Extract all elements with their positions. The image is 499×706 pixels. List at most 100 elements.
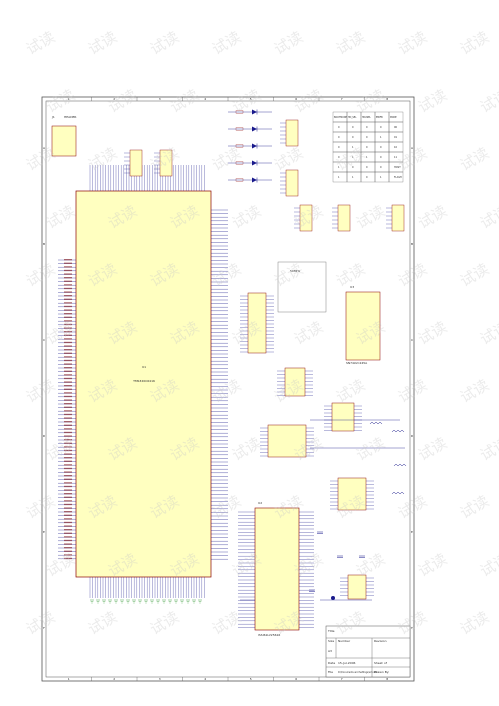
watermark-text: 试读 bbox=[395, 376, 430, 407]
pin-label-mark bbox=[64, 464, 72, 466]
resistor bbox=[235, 110, 244, 114]
pin-label-mark bbox=[64, 428, 72, 430]
memory-part: ISSI61LV25616 bbox=[258, 633, 280, 637]
watermark-text: 试读 bbox=[23, 260, 58, 291]
watermark-text: 试读 bbox=[85, 608, 120, 639]
sheet-label: Sheet bbox=[374, 661, 383, 665]
watermark-text: 试读 bbox=[209, 376, 244, 407]
pin-label-mark bbox=[64, 309, 72, 311]
row-marker: A bbox=[43, 146, 46, 150]
table-value: 1 bbox=[380, 176, 382, 179]
sheet-value: of bbox=[384, 661, 388, 665]
watermark-text: 试读 bbox=[23, 376, 58, 407]
row-marker: D bbox=[43, 434, 46, 438]
column-marker: 2 bbox=[113, 97, 115, 101]
pin-label-mark bbox=[64, 532, 72, 534]
table-cell bbox=[332, 171, 348, 183]
watermark-text: 试读 bbox=[415, 550, 450, 581]
middle-ics bbox=[240, 292, 374, 600]
row-marker: A bbox=[411, 146, 414, 150]
watermark-text: 试读 bbox=[167, 86, 202, 117]
connector-ref: J1 bbox=[51, 115, 55, 119]
watermark-text: 试读 bbox=[85, 144, 120, 175]
resistor-pack bbox=[299, 204, 313, 232]
watermark-text: 试读 bbox=[43, 202, 78, 233]
pin-label-mark bbox=[64, 536, 72, 538]
pin-label-mark bbox=[64, 277, 72, 279]
pin-label-mark bbox=[64, 442, 72, 444]
pin-label-mark bbox=[64, 323, 72, 326]
pin-label-mark bbox=[64, 493, 72, 495]
buffer-part: SN74LVC245A bbox=[346, 361, 368, 365]
watermark-text: 试读 bbox=[209, 28, 244, 59]
pin-label-mark bbox=[64, 262, 72, 264]
table-value: 01 bbox=[394, 136, 398, 139]
ground-symbol bbox=[192, 599, 196, 604]
memory-ref: U2 bbox=[258, 501, 262, 505]
watermark-text: 试读 bbox=[147, 608, 182, 639]
table-cell bbox=[360, 161, 376, 173]
table-cell bbox=[360, 131, 376, 143]
date-value: 15-Jul-2006 bbox=[338, 661, 355, 665]
pin-label-mark bbox=[64, 259, 72, 261]
pin-label-mark bbox=[64, 467, 72, 470]
pin-label-mark bbox=[64, 457, 72, 459]
revision-label: Revision bbox=[374, 639, 387, 643]
row-marker: B bbox=[411, 242, 413, 246]
watermark-text: 试读 bbox=[415, 202, 450, 233]
resistor bbox=[235, 161, 244, 165]
row-marker: B bbox=[43, 242, 45, 246]
table-header: HD2SEL bbox=[362, 116, 371, 119]
table-value: 0 bbox=[380, 156, 382, 159]
column-marker: 5 bbox=[250, 97, 252, 101]
pin-label-mark bbox=[64, 471, 72, 473]
buffer-u3: U3 SN74LVC245A bbox=[345, 285, 381, 365]
column-marker: 3 bbox=[159, 97, 161, 101]
resistor-packs bbox=[124, 119, 405, 232]
table-cell bbox=[332, 121, 348, 133]
ground-symbol bbox=[174, 599, 178, 604]
table-cell bbox=[374, 151, 390, 163]
resistor-pack bbox=[159, 149, 173, 177]
table-value: 0 bbox=[352, 126, 354, 129]
table-cell bbox=[374, 161, 390, 173]
ground-symbol bbox=[90, 599, 94, 604]
pin-label-mark bbox=[64, 406, 72, 408]
table-value: 0 bbox=[380, 146, 382, 149]
pin-label-mark bbox=[64, 334, 72, 336]
pin-label-mark bbox=[64, 370, 72, 372]
watermark-text: 试读 bbox=[209, 260, 244, 291]
table-header: MODE bbox=[390, 116, 397, 119]
wire bbox=[240, 419, 405, 601]
watermark-text: 试读 bbox=[209, 608, 244, 639]
table-value: 0 bbox=[352, 166, 354, 169]
pin-label-mark bbox=[64, 381, 72, 383]
mcu-u1: U1 TMS320C6416 bbox=[75, 190, 212, 578]
pin-label-mark bbox=[64, 269, 72, 272]
pin-label-mark bbox=[64, 485, 72, 488]
power-section bbox=[240, 419, 407, 601]
pin-label-mark bbox=[64, 529, 72, 531]
watermark-text: 试读 bbox=[105, 86, 140, 117]
memory-pins bbox=[238, 511, 314, 628]
pin-label-mark bbox=[64, 511, 72, 513]
table-cell bbox=[360, 121, 376, 133]
table-header: HD_SEL bbox=[348, 116, 357, 119]
pin-label-mark bbox=[64, 392, 72, 394]
table-value: 10 bbox=[394, 146, 398, 149]
clock-label: 50MHz bbox=[290, 269, 301, 273]
inductor bbox=[391, 492, 405, 495]
file-label: File bbox=[328, 670, 333, 674]
row-marker: C bbox=[43, 338, 45, 342]
clock-area: 50MHz bbox=[277, 261, 327, 313]
watermark-text: 试读 bbox=[395, 144, 430, 175]
pin-label-mark bbox=[64, 554, 72, 556]
pin-label-mark bbox=[64, 280, 72, 282]
column-marker: 3 bbox=[159, 677, 161, 681]
pin-label-mark bbox=[64, 424, 72, 426]
column-marker: 4 bbox=[204, 677, 206, 681]
pin-label-mark bbox=[64, 403, 72, 405]
watermark-text: 试读 bbox=[353, 434, 388, 465]
resistor-pack bbox=[285, 119, 299, 147]
